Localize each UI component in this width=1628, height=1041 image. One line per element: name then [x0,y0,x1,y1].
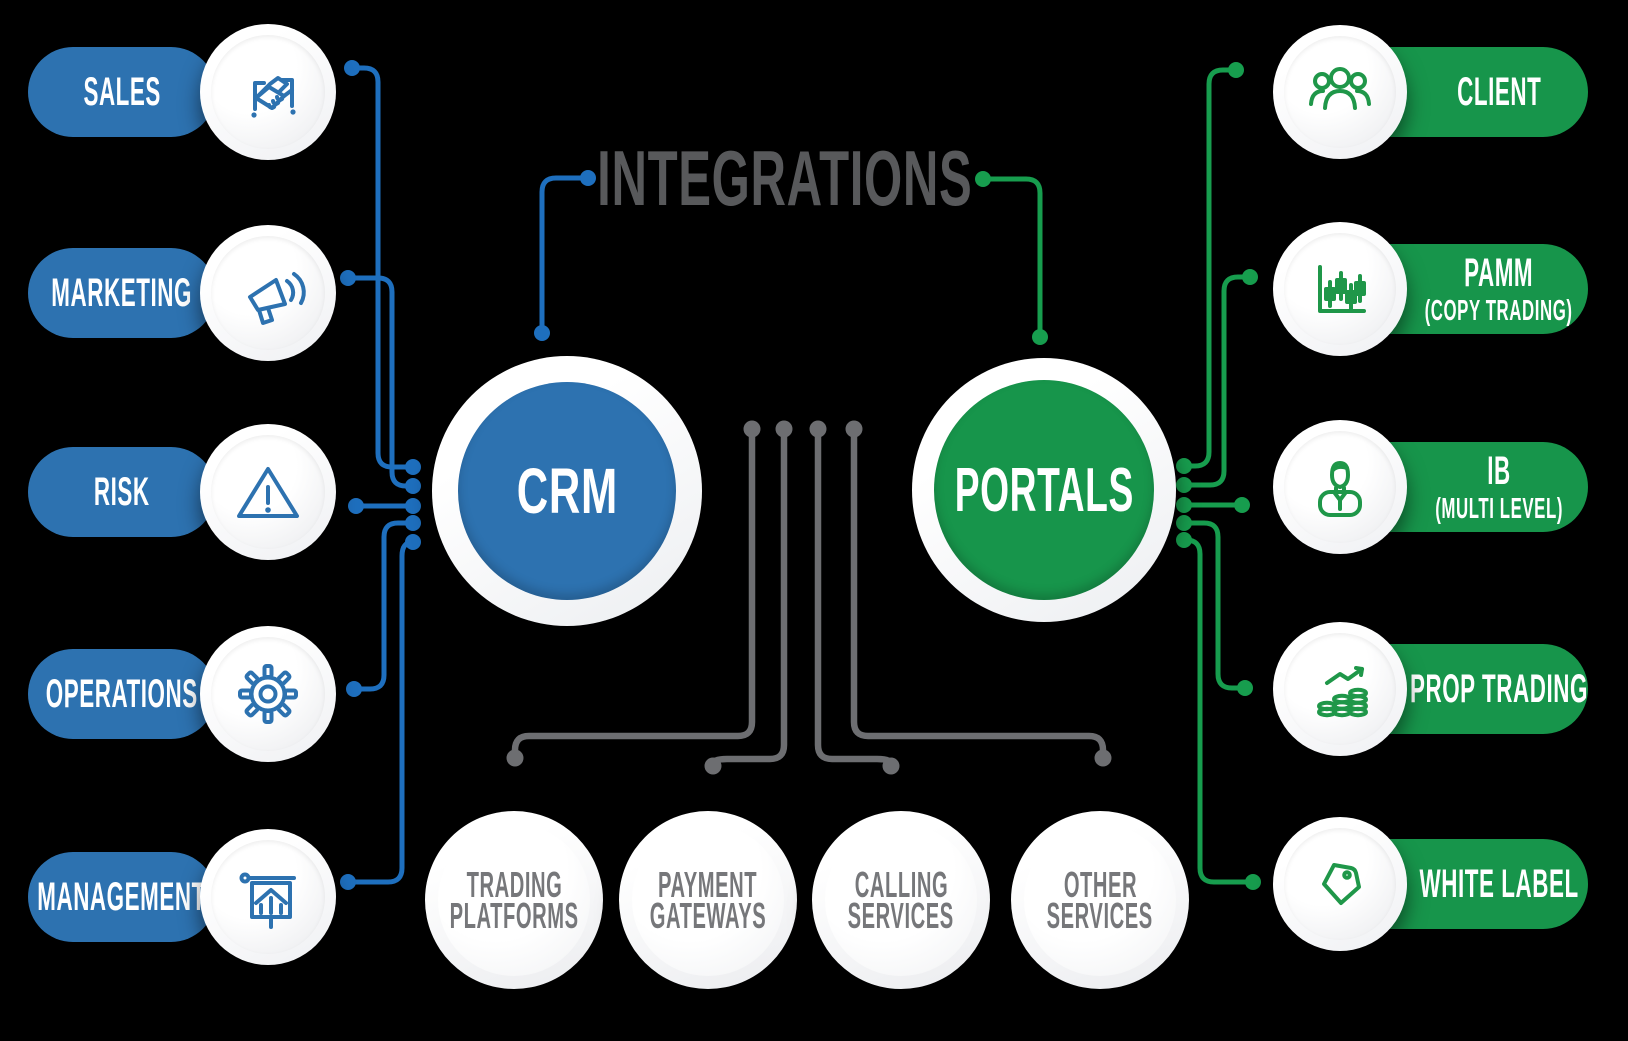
prop-trading-label: PROP TRADING [1409,667,1589,711]
service-label-line1: CALLING [854,864,948,905]
risk-pill: RISK [28,447,216,537]
white-label-icon-circle [1273,817,1407,951]
prop-trading-icon-circle [1273,622,1407,756]
service-label-line1: TRADING [466,864,562,905]
page-title-text: INTEGRATIONS [597,133,973,222]
pamm-icon-circle [1273,222,1407,356]
pamm-label: PAMM [1464,250,1534,295]
service-trading-platforms: TRADING PLATFORMS [425,811,603,989]
page-title: INTEGRATIONS [530,134,1040,222]
wire-sales-crm [352,65,413,470]
wire-operations-crm [354,520,413,692]
price-tag-icon [1322,863,1361,905]
crm-hub: CRM [432,356,702,626]
management-pill: MANAGEMENT [28,852,216,942]
wire-marketing-crm [348,275,413,489]
client-label: CLIENT [1456,70,1542,114]
service-calling-services: CALLING SERVICES [812,811,990,989]
client-icon-circle [1273,25,1407,159]
wire-center-other [850,429,1107,758]
wire-management-crm [348,539,414,885]
wire-center-payment [709,429,788,766]
wire-title-portals [983,176,1043,337]
wire-title-crm [539,175,588,333]
risk-icon-circle [200,424,336,560]
service-label-line2: GATEWAYS [649,895,767,936]
risk-label: RISK [94,469,150,514]
management-label: MANAGEMENT [37,874,207,919]
sales-icon-circle [200,24,336,160]
wire-center-trading [511,429,756,758]
green-endpoint-dots [975,62,1261,890]
presentation-board-icon [239,872,296,929]
operations-icon-circle [200,626,336,762]
service-label-line2: SERVICES [1046,895,1154,936]
ib-icon-circle [1273,420,1407,554]
blue-endpoint-dots [340,60,596,890]
portals-hub: PORTALS [912,358,1176,622]
wire-portals-pamm [1184,274,1250,488]
sales-pill: SALES [28,47,216,137]
candlestick-chart-icon [1318,265,1366,313]
warning-triangle-icon [237,467,299,518]
gear-icon [238,664,298,724]
crm-circle: CRM [458,382,676,600]
crm-label: CRM [516,455,618,527]
marketing-label: MARKETING [51,270,193,315]
people-group-icon [1309,67,1371,110]
gray-endpoint-dots [506,420,1112,775]
operations-label: OPERATIONS [45,671,199,716]
operations-pill: OPERATIONS [28,649,216,739]
pamm-sublabel: (COPY TRADING) [1425,294,1573,327]
service-label-line1: PAYMENT [658,864,758,905]
wire-portals-client [1184,67,1236,469]
service-payment-gateways: PAYMENT GATEWAYS [619,811,797,989]
white-label-label: WHITE LABEL [1419,862,1579,906]
sales-label: SALES [83,69,161,114]
portals-label: PORTALS [954,455,1134,525]
megaphone-icon [248,272,306,325]
service-label-line1: OTHER [1063,864,1137,905]
service-other-services: OTHER SERVICES [1011,811,1189,989]
marketing-pill: MARKETING [28,248,216,338]
coins-growth-icon [1317,666,1368,718]
handshake-icon [251,76,296,118]
businessman-icon [1318,461,1362,517]
service-label-line2: PLATFORMS [449,895,579,936]
service-label-line2: SERVICES [847,895,955,936]
marketing-icon-circle [200,225,336,361]
management-icon-circle [200,829,336,965]
wire-portals-prop [1184,520,1245,691]
ib-label: IB [1487,448,1511,493]
portals-circle: PORTALS [934,380,1154,600]
ib-sublabel: (MULTI LEVEL) [1435,492,1563,525]
